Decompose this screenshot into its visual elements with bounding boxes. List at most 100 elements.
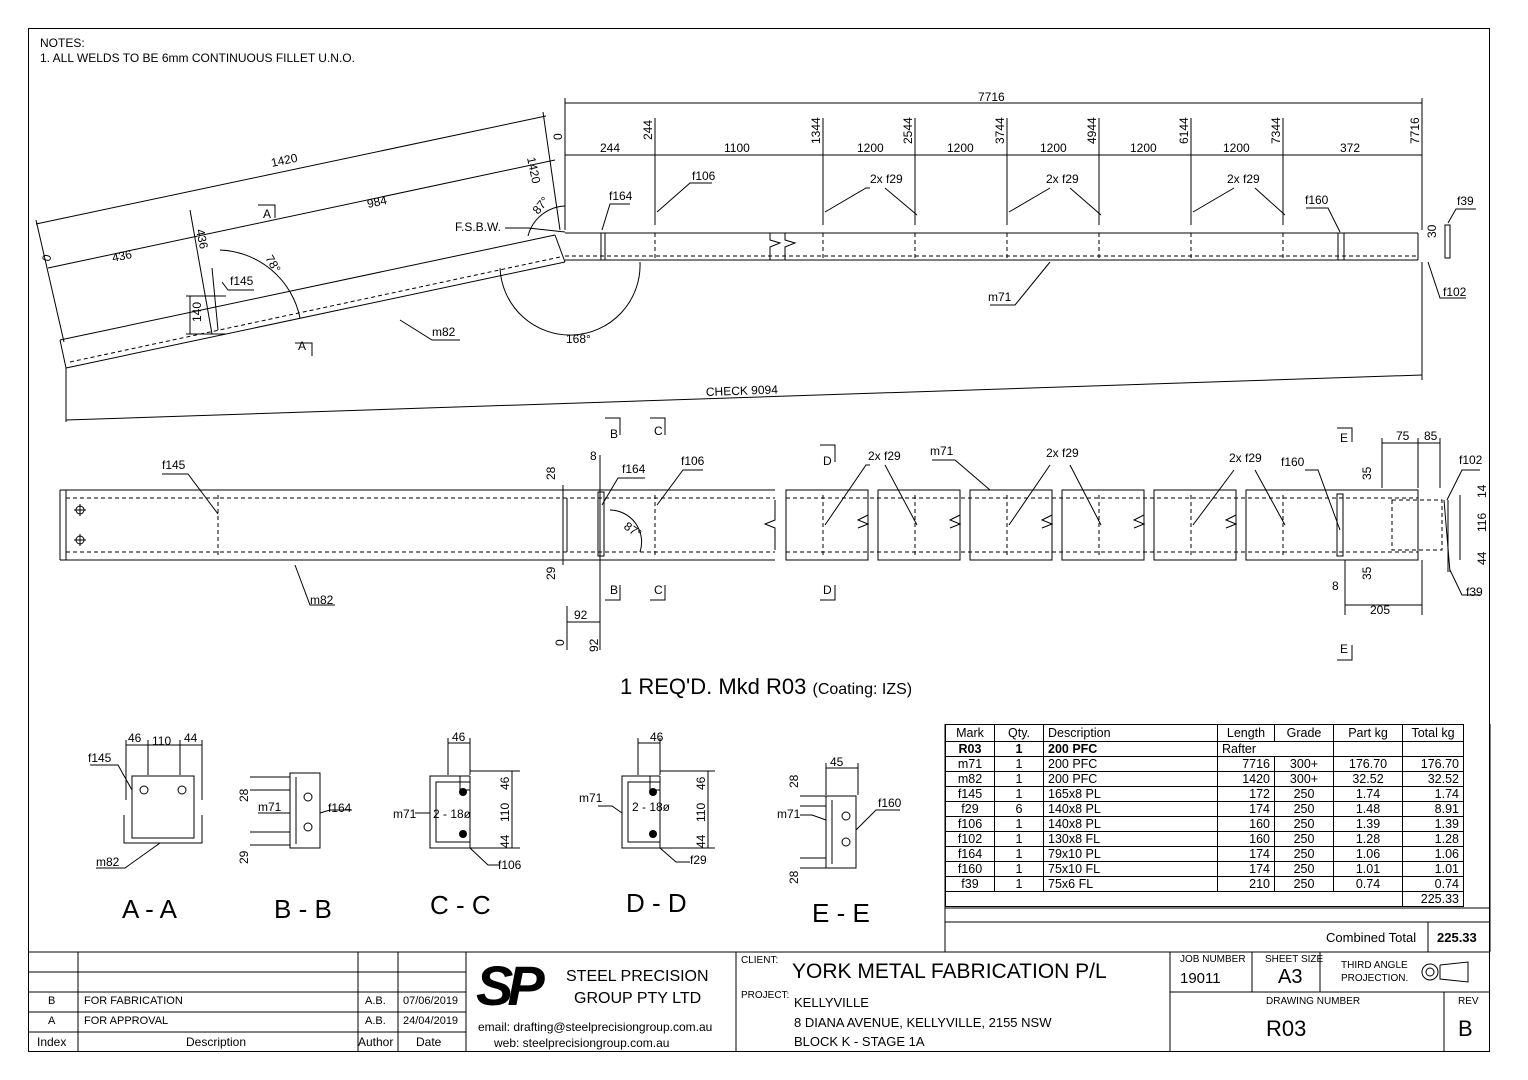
company-logo: SP — [476, 954, 545, 1017]
plan-labels: f145 f164 f106 2x f29 2x f29 2x f29 m71 … — [162, 424, 1489, 656]
bill-of-materials: Mark Qty. Description Length Grade Part … — [945, 724, 1464, 907]
bom-cell-mark: f106 — [945, 816, 995, 832]
plan-dim-92b: 92 — [587, 638, 601, 652]
angle-168: 168° — [566, 332, 591, 346]
rev-index: B — [48, 995, 56, 1007]
sec-ee-mark-m71: m71 — [777, 807, 801, 821]
bom-cell-grade: 250 — [1274, 831, 1334, 847]
plan-dim-92a: 92 — [574, 608, 588, 622]
sec-bb-dim-28: 28 — [237, 788, 251, 802]
plan-mark-f160: f160 — [1281, 455, 1305, 469]
bom-cell-grade: 250 — [1274, 801, 1334, 817]
sec-e-top: E — [1340, 431, 1348, 445]
rev-author: A.B. — [365, 1015, 386, 1027]
plan-angle-87: 87° — [621, 519, 644, 541]
sec-c-top: C — [654, 424, 663, 438]
dim-seg-4: 1200 — [947, 141, 974, 155]
bom-cell-grade: 250 — [1274, 876, 1334, 892]
check-dim: CHECK 9094 — [706, 382, 779, 399]
sec-aa-dim-110: 110 — [152, 734, 171, 748]
bom-header-qty: Qty. — [994, 724, 1044, 742]
bom-row: f39 1 75x6 FL 210 250 0.74 0.74 — [945, 876, 1464, 892]
sec-dd-mark-m71: m71 — [579, 791, 603, 805]
bom-cell-description: 140x8 PL — [1043, 801, 1218, 817]
dim-seg-6: 1200 — [1130, 141, 1157, 155]
sec-dd-holes: 2 - 18ø — [632, 800, 671, 814]
bom-cell-grade: 250 — [1274, 861, 1334, 877]
bom-subtotal-row: 225.33 — [945, 891, 1464, 907]
sec-d-bottom: D — [823, 583, 832, 597]
bom-cell-mark: f39 — [945, 876, 995, 892]
plan-dim-29: 29 — [544, 566, 558, 580]
bom-cell-length: 172 — [1217, 786, 1275, 802]
combined-total-value: 225.33 — [1437, 930, 1477, 945]
notes-heading: NOTES: — [40, 36, 85, 50]
bom-cell-part-kg: 1.28 — [1333, 831, 1403, 847]
section-aa-label: A - A — [122, 894, 177, 924]
plan-dim-35b: 35 — [1360, 566, 1374, 580]
dim-seg-1: 244 — [600, 141, 620, 155]
bom-cell-total-kg: 8.91 — [1402, 801, 1464, 817]
projection-line-2: PROJECTION. — [1341, 973, 1409, 984]
sec-aa-dim-46: 46 — [128, 731, 142, 745]
sec-b-bottom: B — [610, 583, 618, 597]
bom-row: m71 1 200 PFC 7716 300+ 176.70 176.70 — [945, 756, 1464, 772]
sec-bb-dim-29: 29 — [237, 850, 251, 864]
client-label: CLIENT: — [741, 955, 779, 966]
dim-zero: 0 — [551, 133, 565, 140]
sec-cc-holes: 2 - 18ø — [433, 807, 472, 821]
dim-seg-2: 1100 — [724, 141, 750, 155]
bom-cell-length: 160 — [1217, 816, 1275, 832]
bom-subtotal: 225.33 — [1402, 891, 1464, 907]
rev-index: A — [48, 1015, 56, 1027]
bom-cell-part-kg: 1.74 — [1333, 786, 1403, 802]
plan-mark-m82: m82 — [310, 593, 334, 607]
bom-cell-length: 1420 — [1217, 771, 1275, 787]
bom-cell-grade: 250 — [1274, 816, 1334, 832]
mark-m71: m71 — [988, 290, 1012, 304]
bom-cell-total-kg: 32.52 — [1402, 771, 1464, 787]
client-name: YORK METAL FABRICATION P/L — [792, 960, 1107, 983]
bom-cell-part-kg: 1.48 — [1333, 801, 1403, 817]
plan-dim-0: 0 — [553, 639, 567, 646]
plan-mark-f145: f145 — [162, 458, 186, 472]
plan-dim-8: 8 — [590, 449, 597, 463]
section-a-bottom: A — [298, 339, 306, 353]
bom-cell-description: 200 PFC — [1043, 771, 1218, 787]
angle-87: 87° — [530, 194, 553, 217]
dim-overall: 7716 — [978, 90, 1005, 104]
bom-cell-mark: f29 — [945, 801, 995, 817]
sec-cc-mark-f106: f106 — [498, 858, 522, 872]
slope-top: 1420 — [524, 156, 543, 185]
slope-436-v: 436 — [193, 228, 211, 251]
section-dd-label: D - D — [626, 888, 687, 918]
plan-mark-m71: m71 — [930, 444, 954, 458]
dim-seg-5: 1200 — [1040, 141, 1067, 155]
plan-mark-f164: f164 — [622, 462, 646, 476]
bom-cell-part-kg: 0.74 — [1333, 876, 1403, 892]
bom-cell-total-kg: 1.28 — [1402, 831, 1464, 847]
bom-cell-qty: 1 — [994, 786, 1044, 802]
plan-mark-2xf29-c: 2x f29 — [1229, 451, 1262, 465]
bom-cell-total-kg: 1.74 — [1402, 786, 1464, 802]
company-email: email: drafting@steelprecisiongroup.com.… — [478, 1020, 713, 1034]
cum-6: 6144 — [1177, 117, 1191, 144]
dim-seg-3: 1200 — [857, 141, 884, 155]
notes-line-1: 1. ALL WELDS TO BE 6mm CONTINUOUS FILLET… — [40, 51, 355, 65]
bom-row: f106 1 140x8 PL 160 250 1.39 1.39 — [945, 816, 1464, 832]
bom-header-total-kg: Total kg — [1402, 724, 1464, 742]
bom-header-mark: Mark — [945, 724, 995, 742]
sec-aa-mark-f145: f145 — [88, 751, 112, 765]
notes: NOTES: 1. ALL WELDS TO BE 6mm CONTINUOUS… — [40, 36, 355, 66]
sec-cc-dim-110: 110 — [498, 803, 512, 822]
bom-row: f29 6 140x8 PL 174 250 1.48 8.91 — [945, 801, 1464, 817]
bom-header-row: Mark Qty. Description Length Grade Part … — [945, 724, 1464, 742]
drawing-number: R03 — [1266, 1016, 1307, 1041]
bom-cell-mark: m71 — [945, 756, 995, 772]
bom-row: m82 1 200 PFC 1420 300+ 32.52 32.52 — [945, 771, 1464, 787]
plan-dim-205: 205 — [1370, 603, 1390, 617]
bom-cell-qty: 1 — [994, 876, 1044, 892]
rev-header-index: Index — [37, 1035, 67, 1049]
elev-dim-ticks — [654, 118, 1284, 225]
